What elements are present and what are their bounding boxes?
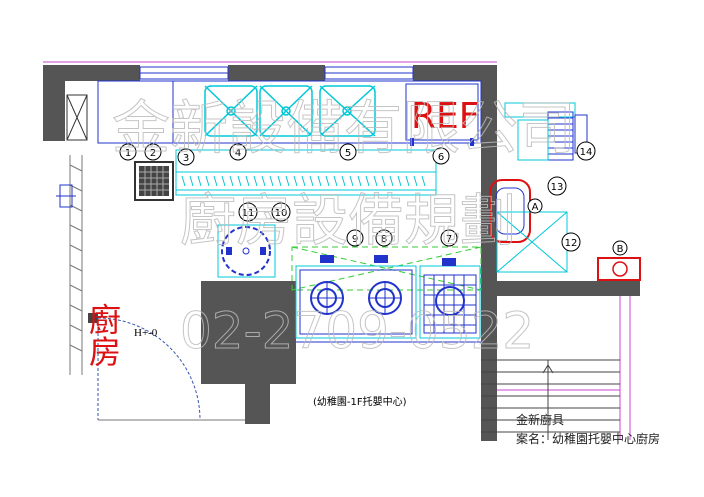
item-markers: 1 2 3 4 5 6 7 8 9 10 11 12 13 14 <box>119 141 596 252</box>
svg-text:8: 8 <box>381 234 387 245</box>
watermark-line2: 廚房設備規劃 <box>180 189 516 254</box>
marker-7: 7 <box>440 229 458 247</box>
marker-13: 13 <box>547 176 567 196</box>
svg-text:13: 13 <box>551 182 564 193</box>
svg-text:B: B <box>617 244 624 255</box>
footer-project: 案名：幼稚園托嬰中心廚房 <box>516 431 660 446</box>
marker-10: 10 <box>271 202 291 222</box>
drain-channel <box>175 171 437 191</box>
watermark-line3: 02-2709-0522 <box>180 302 534 360</box>
marker-6: 6 <box>432 147 450 165</box>
svg-text:11: 11 <box>242 208 255 219</box>
svg-text:12: 12 <box>565 238 578 249</box>
right-wall <box>481 81 497 441</box>
left-wall-hatched <box>69 155 83 375</box>
walls <box>43 65 640 441</box>
marker-5: 5 <box>339 143 357 161</box>
svg-text:4: 4 <box>235 148 241 159</box>
marker-4: 4 <box>229 143 247 161</box>
room-label: 廚房 <box>84 303 122 367</box>
svg-text:10: 10 <box>275 208 288 219</box>
triple-sink <box>204 85 376 137</box>
outdoor-unit-b <box>597 257 641 281</box>
svg-text:2: 2 <box>150 148 156 159</box>
top-wall-mid <box>228 65 325 81</box>
watermark: 金新設備有限公司 廚房設備規劃 02-2709-0522 <box>112 94 577 361</box>
marker-1: 1 <box>119 143 137 161</box>
top-wall-right <box>413 65 497 81</box>
height-label: H+-0 <box>134 327 158 339</box>
svg-text:3: 3 <box>183 153 189 164</box>
left-wall-column <box>43 81 65 141</box>
svg-text:6: 6 <box>438 152 444 163</box>
refrigerator <box>405 83 479 146</box>
double-burner-stove <box>295 255 417 339</box>
marker-a: A <box>527 198 543 214</box>
marker-9: 9 <box>346 229 364 247</box>
svg-text:1: 1 <box>125 148 131 159</box>
marker-2: 2 <box>144 143 162 161</box>
marker-b: B <box>612 240 628 256</box>
marker-11: 11 <box>238 202 258 222</box>
door-swing <box>97 317 201 421</box>
round-cooker <box>217 224 276 278</box>
svg-text:14: 14 <box>580 147 593 158</box>
left-column-detail <box>66 94 88 141</box>
single-burner-stove <box>419 258 481 339</box>
ref-label: REF <box>411 96 479 137</box>
top-window-frames <box>139 66 414 80</box>
marker-12: 12 <box>561 232 581 252</box>
floor-drain-grate <box>134 161 174 201</box>
pillar-block <box>201 281 296 384</box>
top-wall-left <box>43 65 140 81</box>
sink-fixture <box>56 184 76 208</box>
footer-company: 金新廚具 <box>516 412 564 427</box>
plan-caption: (幼稚園-1F托嬰中心) <box>313 395 407 408</box>
stair-steps <box>481 359 620 440</box>
point-markers: A B <box>527 198 628 256</box>
corridor-wall <box>497 281 640 296</box>
marker-14: 14 <box>576 141 596 161</box>
door-stop <box>88 313 98 323</box>
svg-text:7: 7 <box>446 234 452 245</box>
marker-3: 3 <box>177 148 195 166</box>
svg-text:5: 5 <box>345 148 351 159</box>
svg-text:9: 9 <box>352 234 358 245</box>
exhaust-fan <box>504 102 588 161</box>
svg-text:A: A <box>532 202 539 213</box>
pillar-stub <box>245 384 270 424</box>
marker-8: 8 <box>375 229 393 247</box>
watermark-line1: 金新設備有限公司 <box>112 94 576 162</box>
